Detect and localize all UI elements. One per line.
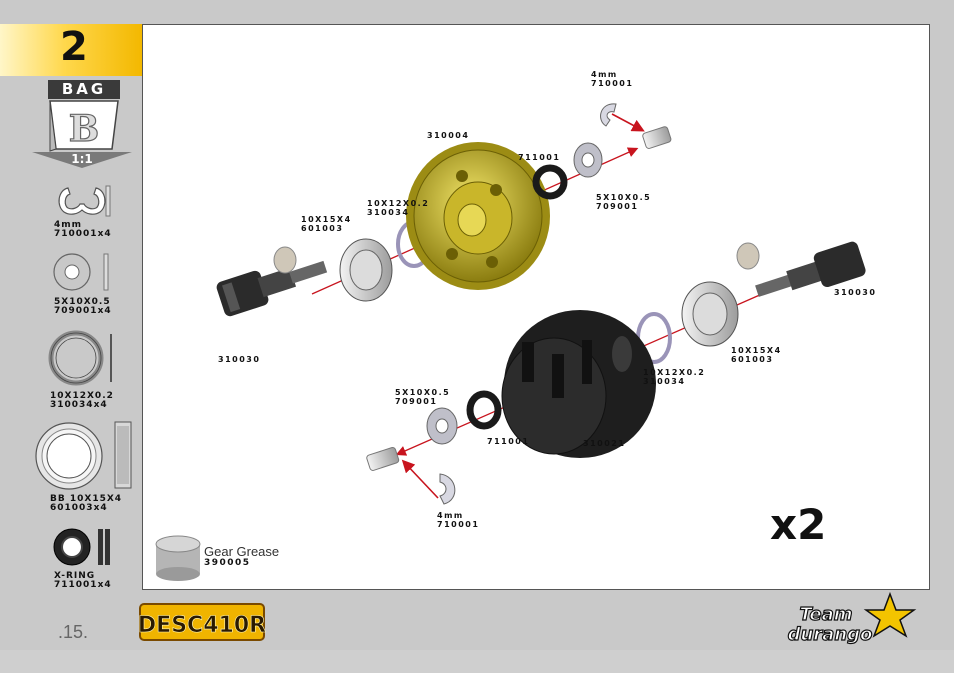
callout-case: 310021 <box>583 439 626 448</box>
clip-arrow-bottom <box>401 459 439 499</box>
pin-top <box>642 126 672 149</box>
pin-bottom <box>366 447 400 471</box>
outdrive-left <box>216 260 328 317</box>
part-label-bearing: BB 10X15X4 601003x4 <box>50 494 123 513</box>
svg-text:DESC410R: DESC410R <box>138 613 266 638</box>
x-ring-bottom <box>466 390 502 430</box>
washer-part-icon <box>53 253 109 291</box>
team-durango-logo: Team durango <box>787 592 917 646</box>
callout-washer-top: 5X10X0.5 709001 <box>596 193 652 211</box>
scale-arrow <box>32 152 132 168</box>
callout-x-ring-bottom: 711001 <box>487 437 530 446</box>
callout-clip-top: 4mm 710001 <box>591 70 634 88</box>
ring-gear <box>406 142 550 290</box>
callout-clip-bottom: 4mm 710001 <box>437 511 480 529</box>
part-label-shim: 10X12X0.2 310034x4 <box>50 391 114 410</box>
spider-gear-left <box>273 246 297 274</box>
grease-name: Gear Grease <box>204 544 280 559</box>
e-clip-bottom <box>439 473 456 505</box>
step-tab <box>0 24 142 76</box>
scale-label: 1:1 <box>71 152 93 166</box>
outdrive-right <box>755 241 866 297</box>
callout-bearing-right: 10X15X4 601003 <box>731 346 782 364</box>
shim-part-icon <box>48 330 112 386</box>
diff-case <box>501 310 656 458</box>
part-label-x-ring: X-RING 711001x4 <box>54 571 112 590</box>
callout-shim-left: 10X12X0.2 310034 <box>367 199 430 217</box>
e-clip-top <box>600 103 617 127</box>
e-clip-part-icon <box>58 185 111 217</box>
bearing-part-icon <box>35 421 132 490</box>
bearing-right <box>681 281 739 347</box>
svg-text:Team: Team <box>799 604 852 625</box>
step-number: 2 <box>60 24 88 70</box>
callout-gear: 310004 <box>427 131 470 140</box>
x-ring-top <box>532 164 568 200</box>
footer-strip <box>0 650 954 673</box>
exploded-diagram <box>155 103 866 581</box>
washer-bottom <box>426 407 458 445</box>
part-label-washer: 5X10X0.5 709001x4 <box>54 297 112 316</box>
page-number: .15. <box>58 622 89 642</box>
callout-outdrive-left: 310030 <box>218 355 261 364</box>
bag-label: BAG <box>48 80 120 99</box>
svg-text:durango: durango <box>788 624 873 645</box>
bag-letter: B <box>69 108 99 150</box>
assembly-panel <box>142 24 930 590</box>
grease-code: 390005 <box>204 558 251 568</box>
callout-washer-bottom: 5X10X0.5 709001 <box>395 388 451 406</box>
callout-shim-right: 10X12X0.2 310034 <box>643 368 706 386</box>
quantity-label: x2 <box>770 500 827 549</box>
callout-outdrive-right: 310030 <box>834 288 877 297</box>
bearing-left <box>339 238 393 302</box>
spider-gear-right <box>736 242 760 270</box>
washer-top <box>573 142 603 178</box>
callout-x-ring-top: 711001 <box>518 153 561 162</box>
x-ring-part-icon <box>53 528 110 566</box>
desc410r-logo: DESC410R <box>138 603 266 641</box>
clip-arrow-top <box>611 113 645 132</box>
callout-bearing-left: 10X15X4 601003 <box>301 215 352 233</box>
bag-icon: B <box>49 100 119 152</box>
part-label-e-clip: 4mm 710001x4 <box>54 220 112 239</box>
gear-grease-icon <box>155 535 201 581</box>
